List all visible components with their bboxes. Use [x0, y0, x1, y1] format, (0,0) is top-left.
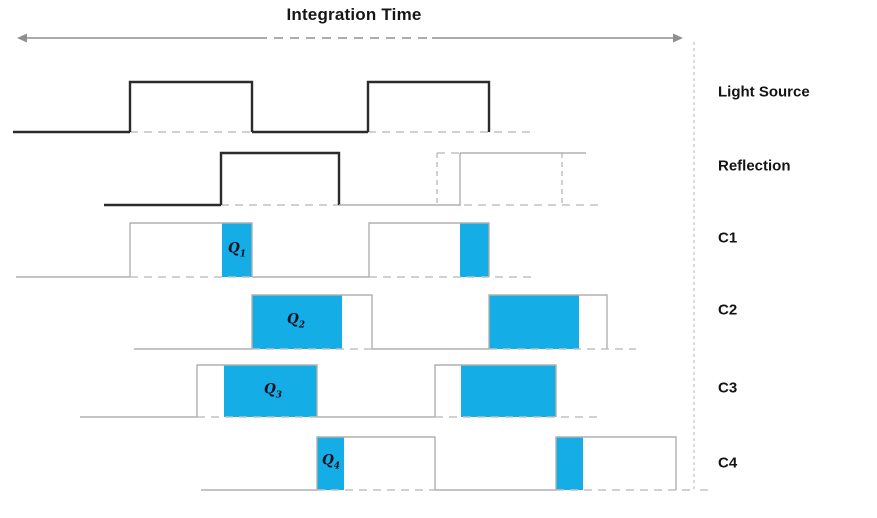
signal-label-c1: C1 [718, 229, 738, 247]
charge-region [252, 295, 342, 349]
arrowhead-left-icon [17, 33, 27, 43]
charge-region [460, 223, 489, 277]
signal-label-light-source: Light Source [718, 83, 810, 101]
signal-c2 [134, 294, 636, 350]
signal-c4 [201, 436, 714, 491]
charge-region [222, 223, 252, 277]
charge-region [224, 365, 317, 417]
integration-time-arrow [17, 33, 683, 43]
signal-label-c4: C4 [718, 454, 738, 472]
integration-time-label: Integration Time [286, 5, 422, 24]
arrowhead-right-icon [673, 33, 683, 43]
charge-region [556, 437, 583, 490]
signal-c1 [16, 222, 532, 278]
signal-label-c2: C2 [718, 301, 738, 319]
charge-region [461, 365, 556, 417]
q4-label: Q4 [321, 452, 341, 472]
charge-region [317, 437, 344, 490]
signal-c3 [80, 364, 597, 418]
signal-light-source [13, 80, 532, 134]
signal-label-reflection: Reflection [718, 157, 791, 175]
signal-reflection [104, 151, 602, 207]
q3-label: Q3 [263, 381, 283, 401]
q2-label: Q2 [286, 311, 306, 331]
q1-label: Q1 [227, 240, 247, 260]
charge-region [489, 295, 579, 349]
signal-label-c3: C3 [718, 379, 738, 397]
